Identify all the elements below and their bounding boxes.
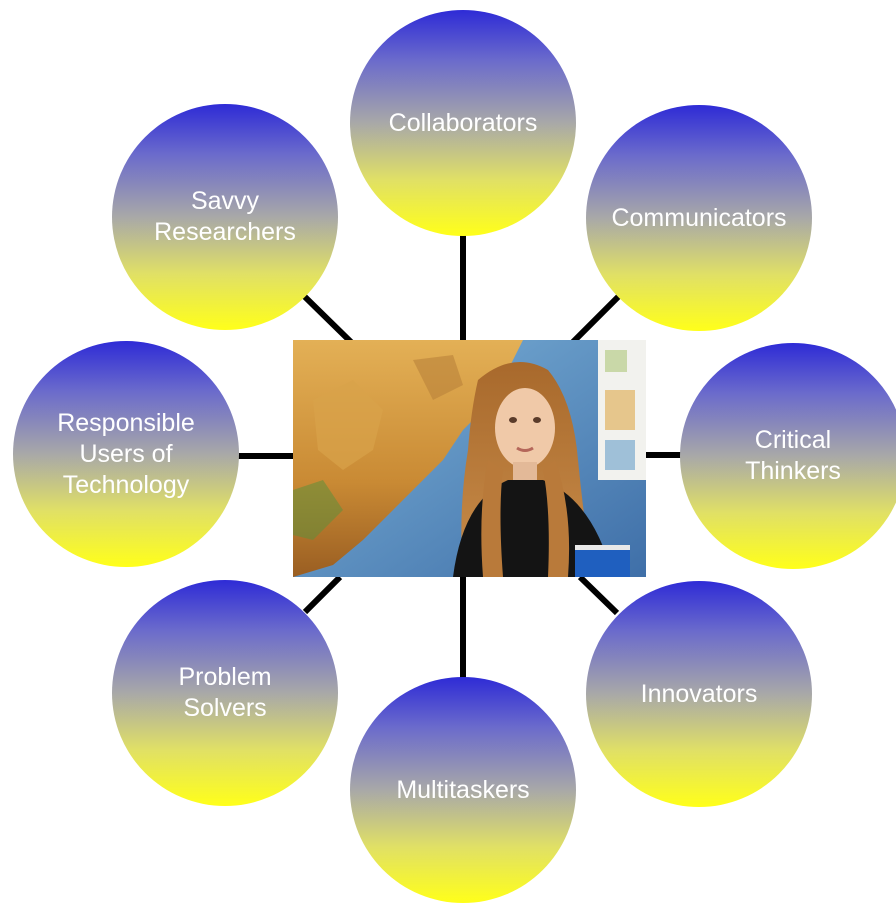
node-problem-solvers: Problem Solvers: [112, 580, 338, 806]
node-critical-thinkers: Critical Thinkers: [680, 343, 896, 569]
node-label: Communicators: [611, 203, 787, 232]
node-savvy-researchers: Savvy Researchers: [112, 104, 338, 330]
node-label: Problem Solvers: [178, 663, 272, 722]
node-responsible-users: Responsible Users of Technology: [13, 341, 239, 567]
connector-innovators: [577, 574, 620, 616]
node-communicators: Communicators: [586, 105, 812, 331]
node-multitaskers: Multitaskers: [350, 677, 576, 903]
node-label: Multitaskers: [396, 775, 530, 804]
node-label: Collaborators: [388, 108, 538, 137]
node-label: Innovators: [640, 679, 758, 708]
connector-problem-solvers: [302, 574, 343, 615]
connector-communicators: [570, 292, 623, 345]
connector-savvy-researchers: [300, 292, 355, 346]
node-label: Savvy Researchers: [154, 187, 296, 246]
node-innovators: Innovators: [586, 581, 812, 807]
node-label: Responsible Users of Technology: [57, 408, 195, 499]
student-photo: [293, 340, 646, 577]
node-label: Critical Thinkers: [745, 426, 841, 485]
student-photo-illustration: [293, 340, 646, 577]
node-collaborators: Collaborators: [350, 10, 576, 236]
